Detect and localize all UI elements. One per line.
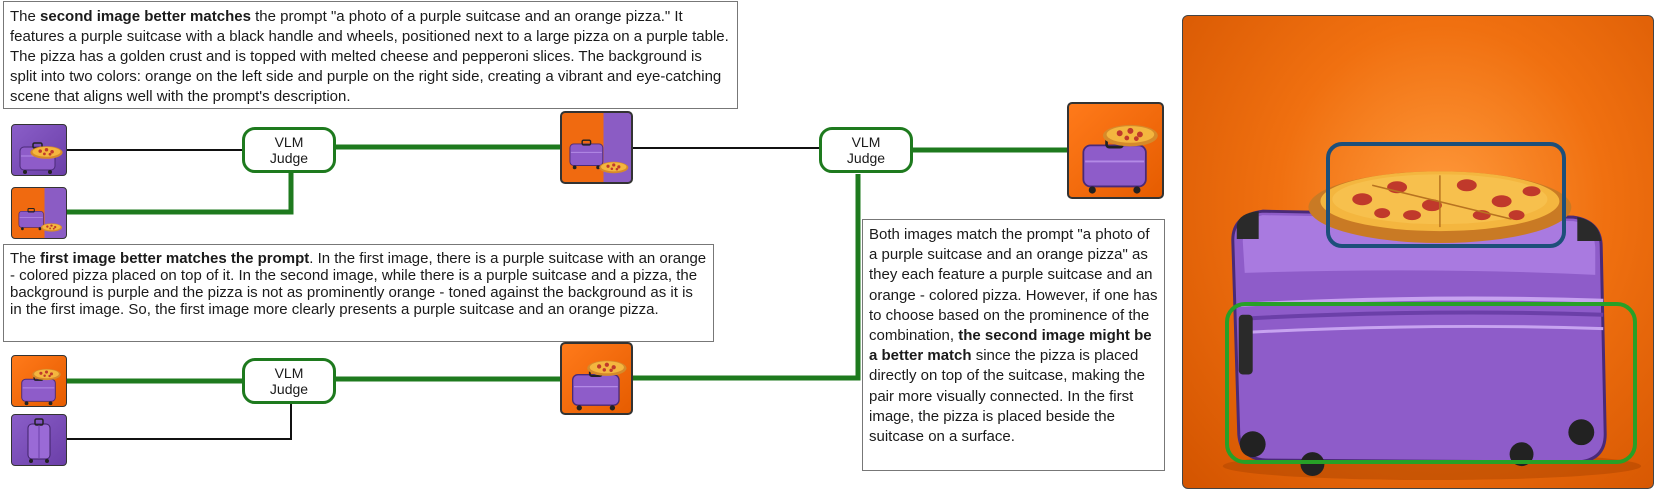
rationale-middle: The first image better matches the promp… — [3, 244, 714, 342]
judge-1-line1: VLM — [274, 134, 304, 150]
suitcase-pizza-icon — [18, 207, 63, 232]
highlight-pizza-box — [1326, 142, 1566, 248]
rationale-top-bold: second image better matches — [40, 8, 251, 25]
judge-1-line2: Judge — [269, 150, 309, 166]
rationale-middle-bold: first image better matches the prompt — [40, 250, 310, 267]
rationale-right: Both images match the prompt "a photo of… — [862, 219, 1165, 471]
input-image-2b — [11, 414, 67, 466]
suitcase-icon — [27, 418, 51, 463]
input-image-2a — [11, 355, 67, 407]
input-image-1a — [11, 124, 67, 176]
suitcase-pizza-icon — [19, 142, 63, 175]
input-image-1b — [11, 187, 67, 239]
wire-bottom-in2 — [67, 404, 292, 440]
winner-image-1 — [560, 111, 633, 184]
vlm-judge-3: VLM Judge — [819, 127, 913, 173]
rationale-right-bold: the second image might be a better match — [869, 327, 1152, 365]
rationale-middle-lead: The — [10, 250, 41, 267]
judge-3-line2: Judge — [846, 150, 886, 166]
judge-3-line1: VLM — [851, 134, 881, 150]
suitcase-pizza-icon — [571, 360, 627, 412]
rationale-top-lead: The — [10, 8, 41, 25]
rationale-top: The second image better matches the prom… — [3, 1, 738, 109]
rationale-right-rest: since the pizza is placed directly on to… — [869, 347, 1145, 446]
winner-image-2 — [560, 342, 633, 415]
wire-bottom-winner-to-judge3 — [633, 174, 861, 381]
wire-top-in2 — [67, 173, 294, 215]
vlm-judge-2: VLM Judge — [242, 358, 336, 404]
highlight-suitcase-box — [1225, 302, 1637, 464]
suitcase-pizza-icon — [569, 139, 629, 174]
rationale-middle-rest: . In the first image, there is a purple … — [10, 250, 707, 318]
vlm-judge-1: VLM Judge — [242, 127, 336, 173]
judge-2-line1: VLM — [274, 365, 304, 381]
rationale-right-lead: Both images match the prompt "a photo of… — [869, 226, 1158, 345]
champion-image-large — [1182, 15, 1654, 489]
suitcase-pizza-icon — [1081, 124, 1158, 195]
judge-2-line2: Judge — [269, 381, 309, 397]
suitcase-pizza-icon — [20, 368, 61, 406]
champion-image — [1067, 102, 1164, 199]
rationale-top-rest: the prompt "a photo of a purple suitcase… — [10, 8, 729, 105]
